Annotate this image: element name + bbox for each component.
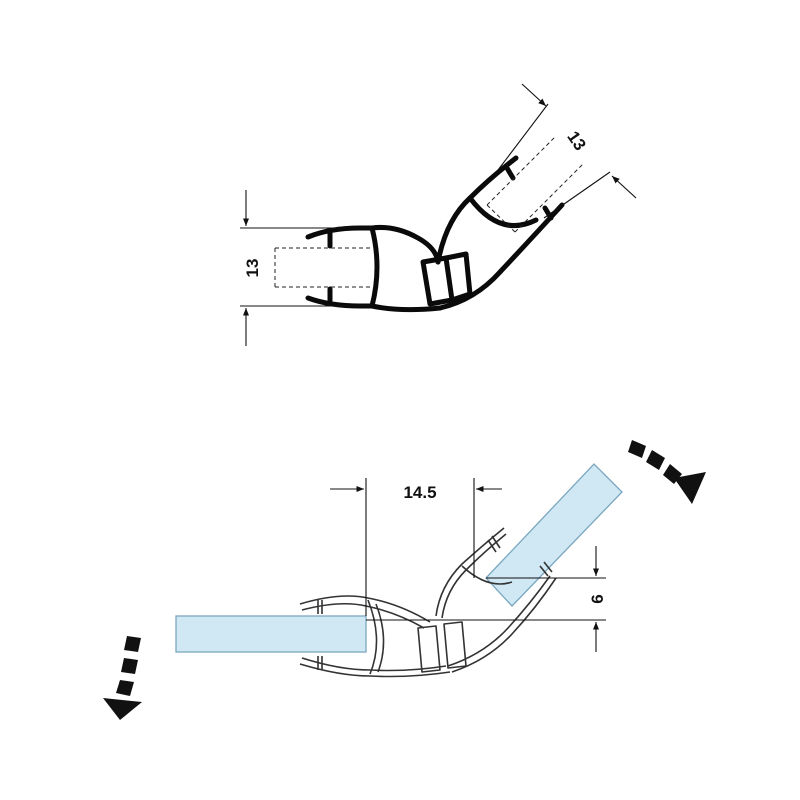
top-right-dimension-label: 13 [563, 128, 589, 154]
top-right-lip-upper [504, 165, 516, 181]
bottom-width-dimension-label: 14.5 [403, 483, 436, 502]
top-right-inner-wall [467, 195, 539, 229]
top-left-inner-wall [369, 225, 380, 309]
bottom-left-lip-upper [317, 600, 323, 614]
bottom-right-inner-wall [461, 565, 513, 585]
bottom-left-clip-lower-inner [301, 657, 447, 672]
bottom-right-clip-lower [451, 577, 557, 673]
top-left-dimension: 13 [240, 190, 372, 346]
top-right-dimension: 13 [497, 83, 637, 219]
top-right-lip-lower [542, 205, 554, 221]
bottom-left-clip-lower [299, 663, 451, 678]
top-left-dimension-label: 13 [243, 259, 262, 278]
bottom-right-lip-upper [487, 535, 501, 553]
bottom-height-dimension-label: 6 [588, 594, 607, 603]
top-hinge-block-2 [443, 251, 473, 303]
bottom-right-clip-lower-inner [447, 575, 551, 667]
bottom-right-lip-lower [539, 561, 553, 577]
right-glass-panel [485, 463, 623, 607]
top-left-glass-outline [274, 247, 370, 288]
bottom-left-inner-wall-2 [375, 603, 385, 673]
top-hinge-block [420, 255, 455, 307]
bottom-height-dimension: 6 [366, 546, 607, 652]
top-right-clip-lower [437, 202, 565, 311]
top-left-clip-outer [305, 225, 441, 265]
bottom-seal-profile [299, 527, 557, 678]
bottom-width-dimension: 14.5 [330, 478, 502, 616]
bottom-right-clip-outer [435, 527, 505, 617]
bottom-left-clip-upper [299, 595, 431, 623]
left-glass-panel [175, 615, 367, 653]
top-seal-profile [274, 136, 584, 313]
bottom-left-inner-wall [367, 599, 378, 675]
bottom-left-lip-lower [317, 656, 323, 670]
rotation-arrow-right-icon [628, 440, 706, 504]
rotation-arrow-left-icon [103, 636, 142, 720]
bottom-hinge-block-1 [417, 625, 441, 673]
top-right-glass-outline [486, 136, 584, 233]
